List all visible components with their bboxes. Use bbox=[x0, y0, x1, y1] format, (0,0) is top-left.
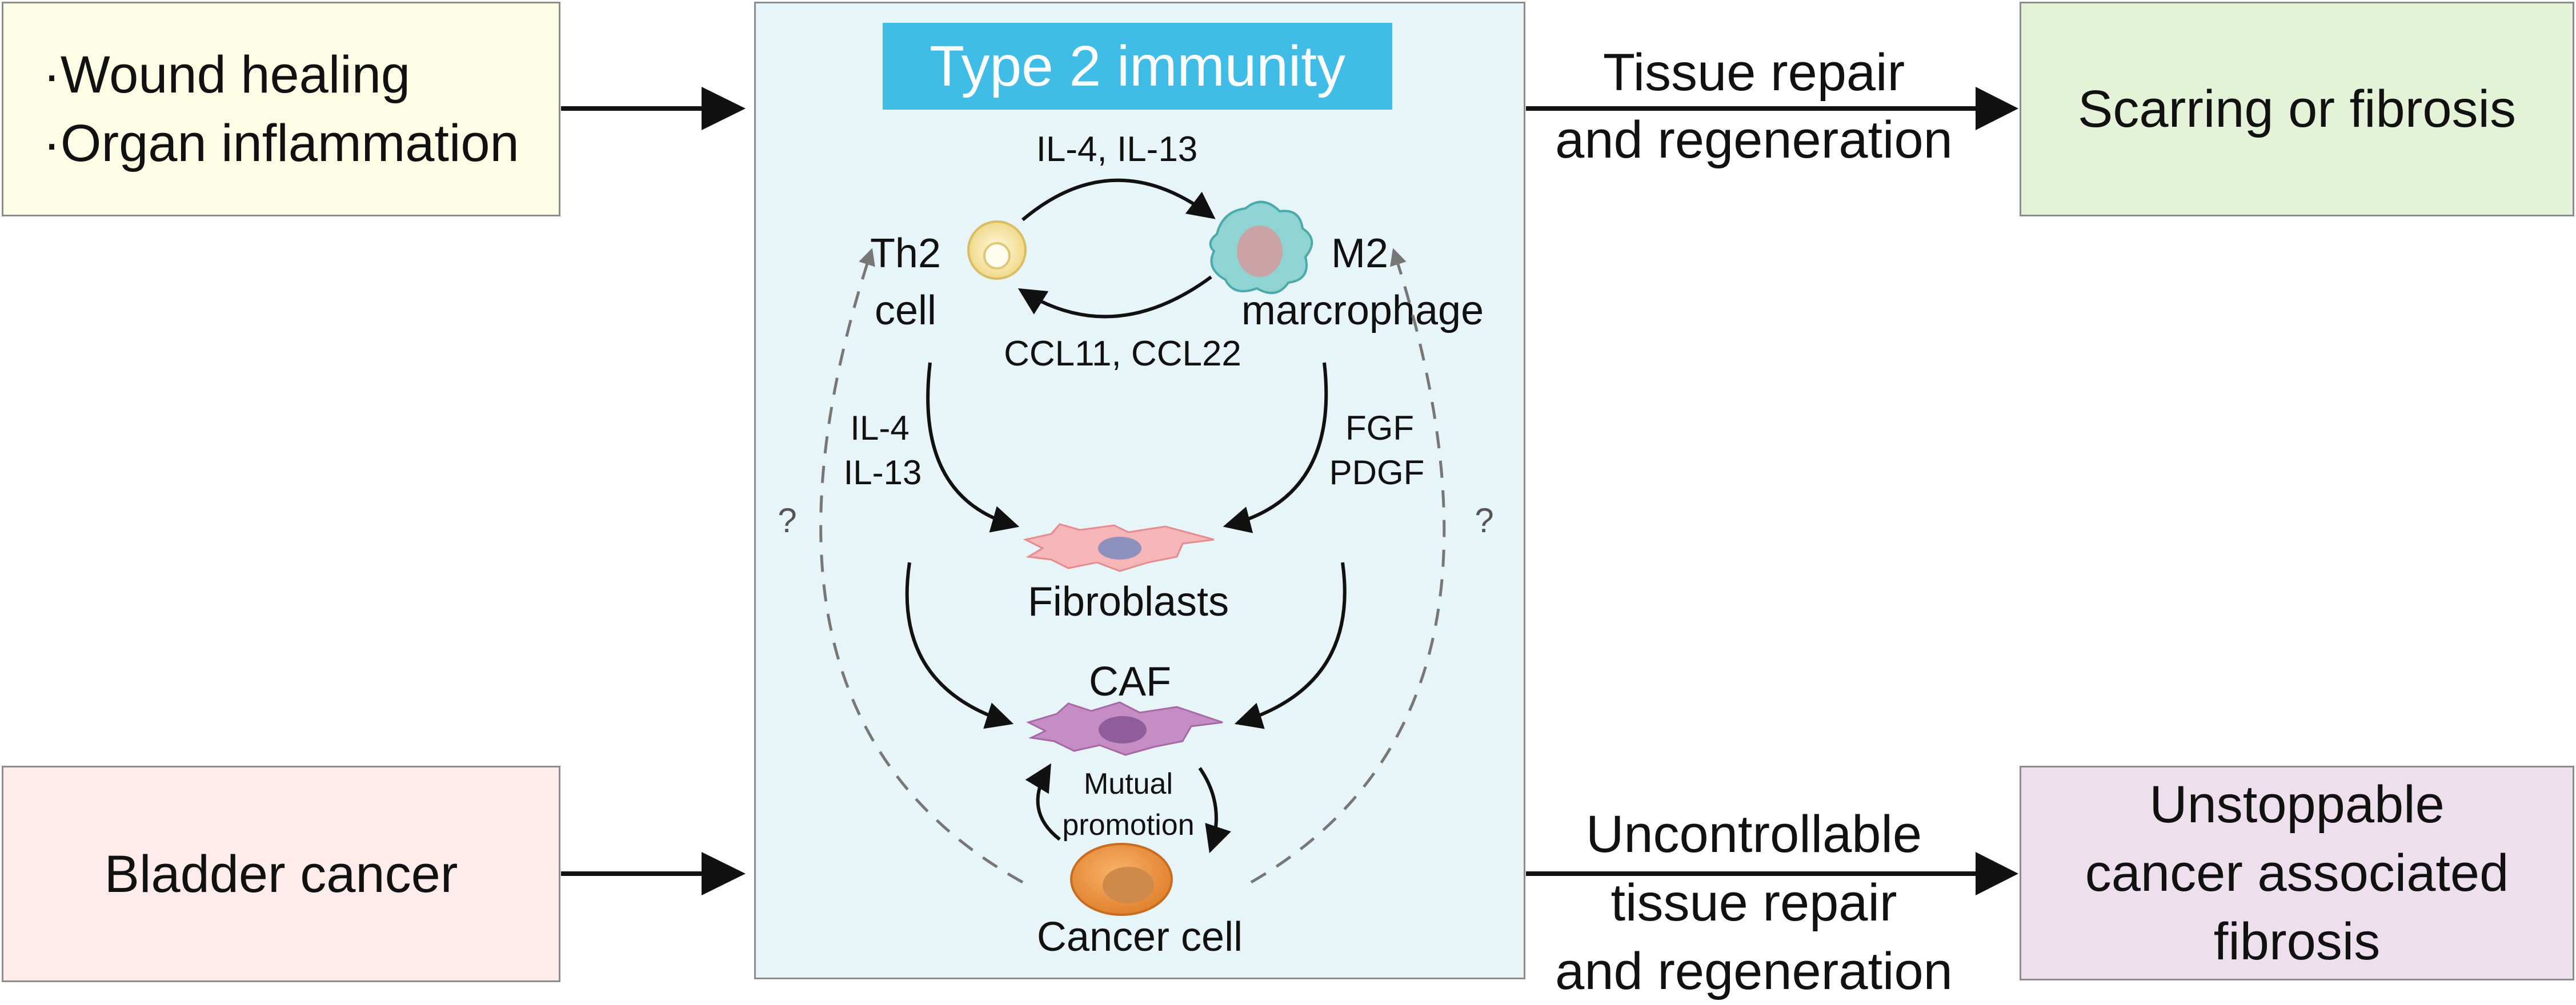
wound-healing-label: ·Wound healing bbox=[43, 46, 411, 104]
uncontrollable-line1: Uncontrollable bbox=[1586, 805, 1922, 863]
cancer-fibrosis-line3: fibrosis bbox=[2213, 912, 2381, 971]
arrow-fibroblast-left-to-caf bbox=[905, 562, 1014, 729]
cancer-cell-label: Cancer cell bbox=[1037, 914, 1243, 960]
type2-immunity-title: Type 2 immunity bbox=[883, 23, 1392, 110]
arrow-wound-to-panel bbox=[561, 87, 746, 130]
arrow-th2-to-m2 bbox=[1021, 178, 1216, 222]
organ-inflammation-label: ·Organ inflammation bbox=[43, 114, 519, 172]
bladder-cancer-label: Bladder cancer bbox=[104, 845, 458, 903]
fibroblast-icon bbox=[1023, 523, 1215, 572]
scarring-fibrosis-label: Scarring or fibrosis bbox=[2078, 80, 2516, 138]
tissue-repair-line1: Tissue repair bbox=[1603, 43, 1905, 102]
il4-il13-label: IL-4, IL-13 bbox=[1036, 130, 1198, 169]
arrow-fibroblast-right-to-caf bbox=[1234, 562, 1347, 729]
type2-immunity-panel bbox=[754, 2, 1525, 979]
arrow-th2-to-fibroblasts bbox=[926, 362, 1020, 533]
il13-label: IL-13 bbox=[844, 453, 922, 492]
arrow-m2-to-fibroblasts bbox=[1223, 362, 1328, 533]
question-right-label: ? bbox=[1475, 501, 1493, 540]
wound-healing-box: ·Wound healing ·Organ inflammation bbox=[2, 2, 560, 216]
promotion-label: promotion bbox=[1062, 809, 1194, 842]
bladder-cancer-box: Bladder cancer bbox=[2, 766, 560, 982]
uncontrollable-line3: and regeneration bbox=[1555, 942, 1953, 1000]
arrow-bladder-to-panel bbox=[561, 852, 746, 895]
il4-label: IL-4 bbox=[850, 409, 909, 447]
tissue-repair-line2: and regeneration bbox=[1555, 111, 1953, 169]
ccl11-ccl22-label: CCL11, CCL22 bbox=[1004, 334, 1241, 373]
caf-label: CAF bbox=[1089, 659, 1171, 705]
uncontrollable-line2: tissue repair bbox=[1610, 874, 1897, 932]
arrow-caf-to-cancer bbox=[1198, 767, 1231, 854]
th2-cell-label: cell bbox=[875, 288, 936, 333]
question-left-label: ? bbox=[778, 501, 796, 540]
fgf-label: FGF bbox=[1345, 409, 1414, 447]
scarring-fibrosis-box: Scarring or fibrosis bbox=[2020, 2, 2574, 216]
macrophage-label: marcrophage bbox=[1241, 288, 1484, 333]
arrow-panel-to-fibrosis bbox=[1526, 87, 2018, 130]
cancer-fibrosis-line2: cancer associated bbox=[2085, 844, 2509, 902]
dashed-arrow-cancer-to-th2 bbox=[819, 248, 1024, 884]
arrow-m2-to-th2 bbox=[1017, 275, 1212, 319]
th2-cell-icon bbox=[967, 220, 1027, 280]
m2-label: M2 bbox=[1331, 231, 1388, 276]
cancer-cell-icon bbox=[1070, 843, 1173, 916]
arrow-panel-to-cancer-fibrosis bbox=[1526, 852, 2018, 895]
arrow-cancer-to-caf bbox=[1025, 763, 1061, 841]
macrophage-icon bbox=[1209, 200, 1313, 294]
cancer-fibrosis-line1: Unstoppable bbox=[2149, 775, 2445, 834]
caf-icon bbox=[1025, 701, 1223, 756]
dashed-arrow-cancer-to-m2 bbox=[1250, 248, 1446, 884]
th2-label: Th2 bbox=[870, 231, 941, 276]
fibroblasts-label: Fibroblasts bbox=[1028, 579, 1229, 625]
mutual-label: Mutual bbox=[1084, 767, 1173, 801]
pdgf-label: PDGF bbox=[1329, 453, 1425, 492]
cancer-associated-fibrosis-box: Unstoppable cancer associated fibrosis bbox=[2020, 766, 2574, 980]
